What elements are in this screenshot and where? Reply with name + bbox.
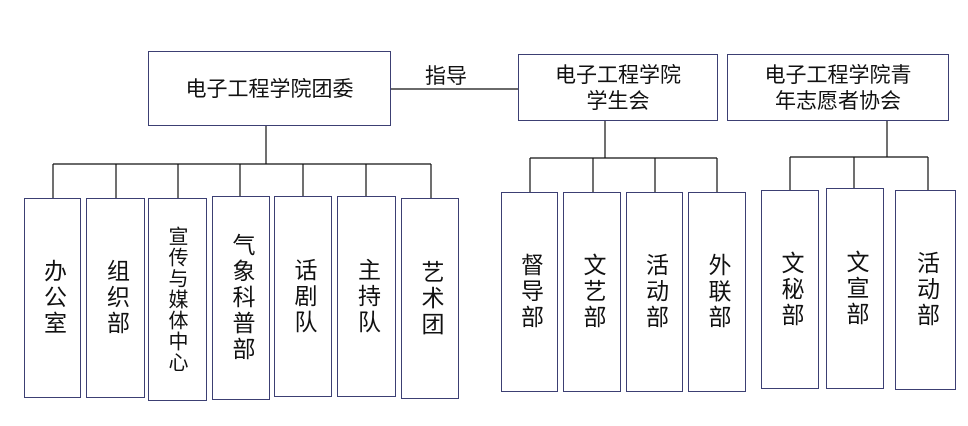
dept-node: 办公室 xyxy=(24,198,81,398)
dept-label: 组织部 xyxy=(102,259,129,337)
org-node-title-line: 电子工程学院 xyxy=(555,62,681,87)
dept-node: 艺术团 xyxy=(401,198,459,399)
dept-label: 话剧队 xyxy=(290,257,316,336)
org-node-title-line: 年志愿者协会 xyxy=(775,88,901,113)
dept-label: 艺术团 xyxy=(417,259,443,338)
org-node-student-union: 电子工程学院 学生会 xyxy=(518,54,718,121)
dept-node: 文艺部 xyxy=(563,192,621,392)
dept-label: 主持队 xyxy=(353,257,380,336)
dept-label: 文宣部 xyxy=(842,249,868,328)
dept-node: 气象科普部 xyxy=(212,196,270,400)
dept-node: 主持队 xyxy=(337,196,396,397)
org-node-youth-league: 电子工程学院团委 xyxy=(148,51,391,126)
dept-node: 外联部 xyxy=(688,192,746,392)
dept-node: 宣传与媒体中心 xyxy=(148,198,207,401)
dept-label: 文秘部 xyxy=(777,250,803,329)
relation-label: 指导 xyxy=(425,64,467,88)
dept-label: 活动部 xyxy=(912,251,939,329)
dept-node: 活动部 xyxy=(626,192,683,392)
org-node-title-line: 电子工程学院青 xyxy=(764,62,912,87)
dept-node: 活动部 xyxy=(895,190,956,390)
dept-node: 文宣部 xyxy=(826,188,884,389)
dept-node: 组织部 xyxy=(86,198,145,398)
dept-label: 活动部 xyxy=(641,253,668,331)
dept-node: 督导部 xyxy=(501,192,558,392)
org-node-volunteer-association: 电子工程学院青 年志愿者协会 xyxy=(727,54,949,121)
dept-label: 办公室 xyxy=(39,259,66,337)
dept-label: 文艺部 xyxy=(579,253,605,331)
dept-node: 文秘部 xyxy=(761,190,819,389)
dept-label: 气象科普部 xyxy=(228,233,254,363)
dept-label: 督导部 xyxy=(516,253,543,331)
org-node-title: 电子工程学院团委 xyxy=(185,76,354,101)
dept-label: 宣传与媒体中心 xyxy=(165,226,189,373)
dept-label: 外联部 xyxy=(704,253,730,331)
org-node-title-line: 学生会 xyxy=(586,88,650,113)
dept-node: 话剧队 xyxy=(274,196,332,397)
